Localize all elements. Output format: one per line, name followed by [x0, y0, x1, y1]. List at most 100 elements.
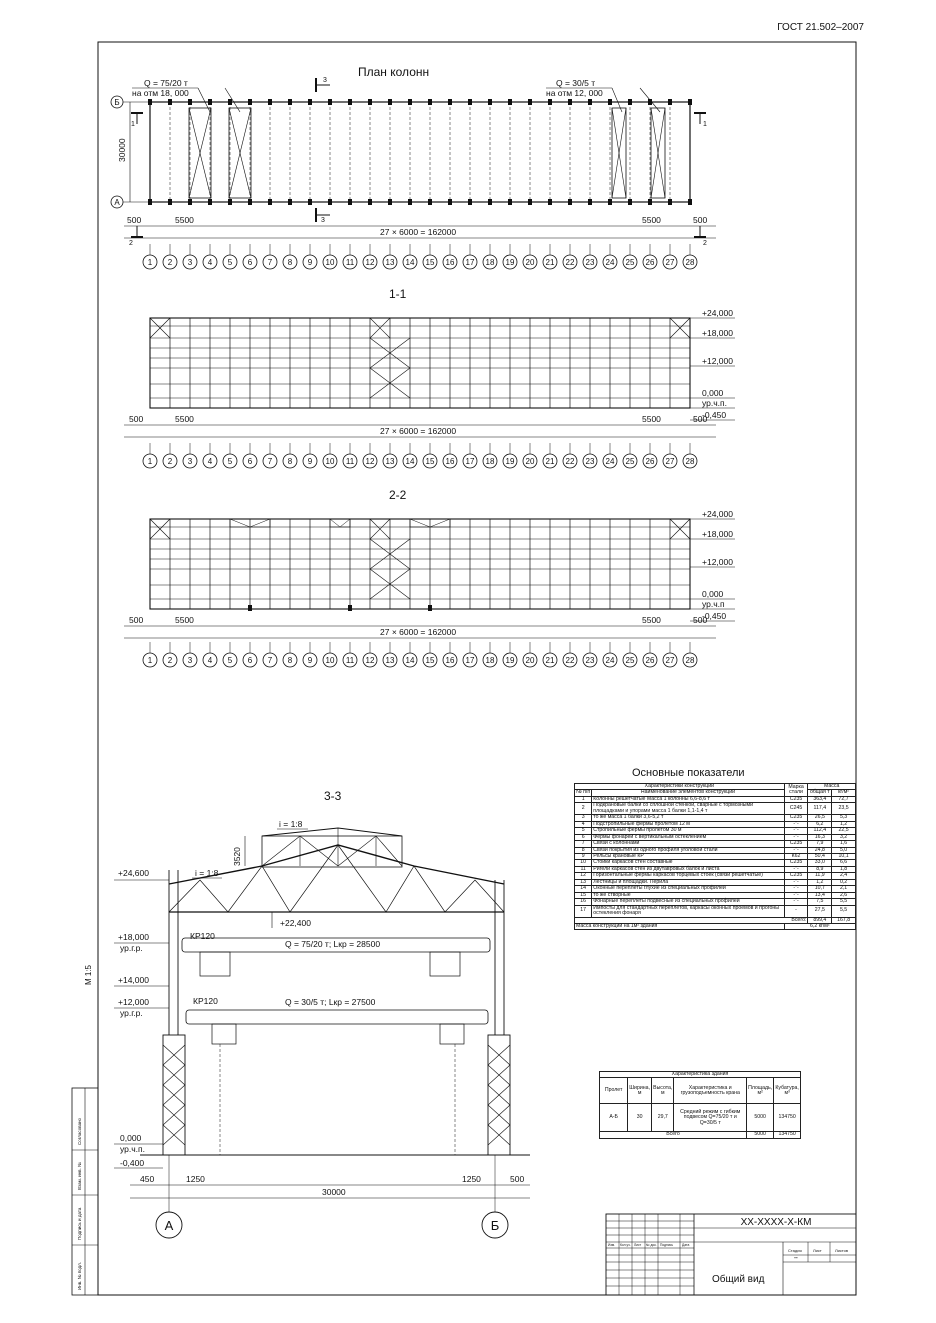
s22-axis-label: 7 [268, 656, 273, 665]
s22-axis-label: 3 [188, 656, 193, 665]
plan-column-top [648, 99, 652, 105]
s22-axis-circle [542, 652, 558, 668]
standard-label: ГОСТ 21.502–2007 [777, 22, 864, 33]
section22-lantern-brace [229, 518, 251, 528]
s22-axis-label: 16 [446, 656, 455, 665]
s11-axis-label: 17 [466, 457, 475, 466]
s22-axis-label: 2 [168, 656, 173, 665]
plan-axis-label: 2 [168, 258, 173, 267]
plan-section-1-right: 1 [703, 121, 707, 128]
section11-level-label: +12,000 [702, 356, 733, 366]
plan-column-top [288, 99, 292, 105]
plan-axis-label: 13 [386, 258, 395, 267]
s11-axis-circle [242, 453, 258, 469]
plan-axis-circle [182, 254, 198, 270]
s22-axis-circle [242, 652, 258, 668]
roof-slope: i = 1:8 [195, 868, 219, 878]
plan-axis-label: 7 [268, 258, 273, 267]
osn-cell-perm: 22,5 [831, 827, 856, 835]
section22-lantern-brace [429, 518, 451, 528]
plan-columns: План колонн Q = 75/20 т на отм 18, 000 Q… [110, 65, 716, 270]
plan-title: План колонн [358, 65, 429, 79]
s11-axis-circle [582, 453, 598, 469]
osn-cell-no: 11 [573, 865, 593, 874]
s11-axis-label: 14 [406, 457, 415, 466]
s22-axis-label: 15 [426, 656, 435, 665]
plan-axis-label: 3 [188, 258, 193, 267]
s11-axis-label: 7 [268, 457, 273, 466]
margin-label-agreed: Согласовано [77, 1117, 82, 1145]
plan-axis-circle [522, 254, 538, 270]
s22-axis-circle [162, 652, 178, 668]
plan-axis-label: 5 [228, 258, 233, 267]
s11-dim-bay-left: 5500 [175, 414, 194, 424]
title-block: Изм. Кол.уч. Лист № док. Подпись Дата ХХ… [605, 1213, 857, 1296]
s11-axis-label: 12 [366, 457, 375, 466]
plan-column-bottom [168, 199, 172, 205]
s11-axis-circle [482, 453, 498, 469]
har-width: 30 [627, 1103, 653, 1133]
plan-column-top [608, 99, 612, 105]
s11-axis-circle [402, 453, 418, 469]
level-24600: +24,600 [118, 868, 149, 878]
osn-cell-no: 7 [573, 840, 593, 848]
plan-axis-circle [262, 254, 278, 270]
plan-dim-total: 27 × 6000 = 162000 [380, 227, 456, 237]
level-18000: +18,000 [118, 932, 149, 942]
level-22400: +22,400 [280, 918, 311, 928]
plan-column-bottom [588, 199, 592, 205]
plan-section-2-right: 2 [703, 240, 707, 247]
s11-axis-label: 3 [188, 457, 193, 466]
section22-level-label: +24,000 [702, 509, 733, 519]
plan-column-top [568, 99, 572, 105]
s11-axis-circle [662, 453, 678, 469]
section-2-2: 2-2 +24,000+18,000+12,0000,000ур.ч.п-0,4… [124, 488, 735, 668]
plan-column-top [228, 99, 232, 105]
s22-axis-circle [582, 652, 598, 668]
plan-axis-circle [342, 254, 358, 270]
plan-column-bottom [208, 199, 212, 205]
s11-axis-circle [442, 453, 458, 469]
section22-level-label: ур.ч.п [702, 599, 725, 609]
osn-cell-name: Рельсы крановые КР [591, 852, 785, 861]
roof-truss [168, 827, 505, 913]
s11-axis-circle [302, 453, 318, 469]
section-1-1-frame [149, 317, 691, 409]
s22-axis-circle [522, 652, 538, 668]
section22-lantern-brace [249, 518, 271, 528]
osn-cell-perm: 2,4 [831, 872, 856, 880]
plan-axis-label: 22 [566, 258, 575, 267]
s22-axis-circle [282, 652, 298, 668]
plan-column-top [408, 99, 412, 105]
s11-axis-circle [142, 453, 158, 469]
s22-axis-circle [462, 652, 478, 668]
plan-crane-left-level: на отм 18, 000 [132, 88, 189, 98]
section11-column-bracing [369, 337, 411, 369]
plan-axis-circle [322, 254, 338, 270]
osn-cell-perm: 3,2 [831, 833, 856, 842]
s22-dim-right: 500 [693, 615, 707, 625]
s22-axis-circle [322, 652, 338, 668]
osn-h-char: Характеристики конструкций [574, 782, 785, 791]
osn-title: Основные показатели [632, 767, 745, 779]
s22-axis-label: 27 [666, 656, 675, 665]
s11-axis-label: 28 [686, 457, 695, 466]
osn-cell-name: то же створные [591, 891, 785, 900]
plan-column-bottom [448, 199, 452, 205]
plan-column-bottom [508, 199, 512, 205]
s11-axis-circle [422, 453, 438, 469]
s11-axis-circle [382, 453, 398, 469]
plan-column-top [388, 99, 392, 105]
plan-column-top [668, 99, 672, 105]
plan-axis-circle [642, 254, 658, 270]
s22-axis-circle [182, 652, 198, 668]
osn-cell-name: Подстропильные фермы пролетом 12 м [591, 820, 785, 829]
osn-cell-perm: 5,5 [831, 904, 856, 918]
s22-axis-label: 19 [506, 656, 515, 665]
plan-column-top [268, 99, 272, 105]
har-span: А-Б [598, 1103, 629, 1133]
